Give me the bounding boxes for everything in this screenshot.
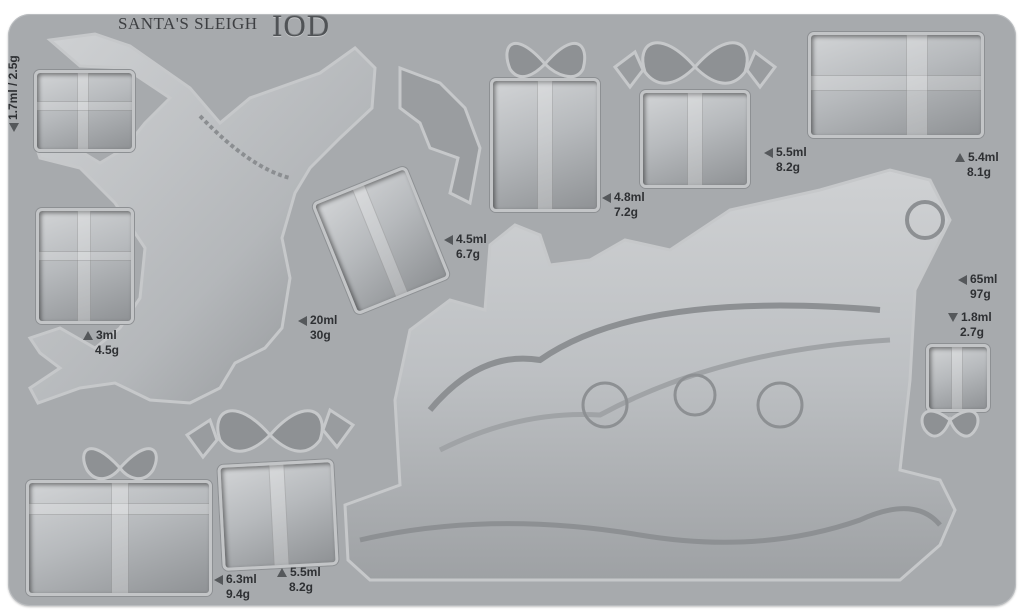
brand-logo: IOD (272, 8, 331, 43)
volume-label-small-gift-right: 1.8ml 2.7g (948, 310, 992, 340)
gift-cavity-holly-bottom (217, 459, 339, 571)
marker-triangle-icon (958, 274, 967, 285)
marker-triangle-icon (83, 331, 93, 341)
volume-label-small-gift-left-middle: 3ml 4.5g (83, 328, 119, 358)
bow-icon (82, 447, 158, 481)
holly-bow-icon (184, 407, 356, 460)
marker-triangle-icon (955, 153, 965, 163)
marker-triangle-icon (214, 574, 223, 585)
gift-cavity-small-right (926, 344, 990, 412)
marker-triangle-icon (298, 315, 307, 326)
marker-triangle-icon (277, 568, 287, 578)
volume-label-tall-gift: 4.8ml 7.2g (602, 190, 645, 220)
marker-triangle-icon (444, 234, 453, 245)
volume-label-tilted-gift: 4.5ml 6.7g (444, 232, 487, 262)
volume-label-wide-gift-bottom-left: 6.3ml 9.4g (214, 572, 257, 602)
gift-cavity-wide-top-right (808, 32, 984, 138)
sleigh-cavity (343, 168, 957, 582)
bow-icon (920, 409, 980, 438)
volume-label-reindeer: 20ml 30g (298, 313, 337, 343)
gift-cavity-holly-top (640, 90, 750, 188)
marker-triangle-icon (602, 192, 611, 203)
gift-cavity-wide-bottom-left (26, 480, 212, 596)
volume-label-holly-gift-top: 5.5ml 8.2g (764, 145, 807, 175)
volume-label-small-gift-top-left: 1.7ml / 2.5g (6, 55, 20, 132)
marker-triangle-icon (948, 313, 958, 323)
gift-cavity-top-left (34, 70, 135, 152)
gift-cavity-left-middle (36, 208, 134, 324)
volume-label-sleigh: 65ml 97g (958, 272, 997, 302)
volume-label-holly-gift-bottom: 5.5ml 8.2g (277, 565, 321, 595)
marker-triangle-icon (764, 147, 773, 158)
volume-label-wide-gift-top-right: 5.4ml 8.1g (955, 150, 999, 180)
bow-icon (505, 41, 587, 79)
holly-bow-icon (612, 41, 778, 90)
gift-cavity-tall (490, 78, 600, 212)
mold-title: SANTA'S SLEIGH (118, 14, 258, 33)
marker-triangle-icon (8, 123, 19, 132)
